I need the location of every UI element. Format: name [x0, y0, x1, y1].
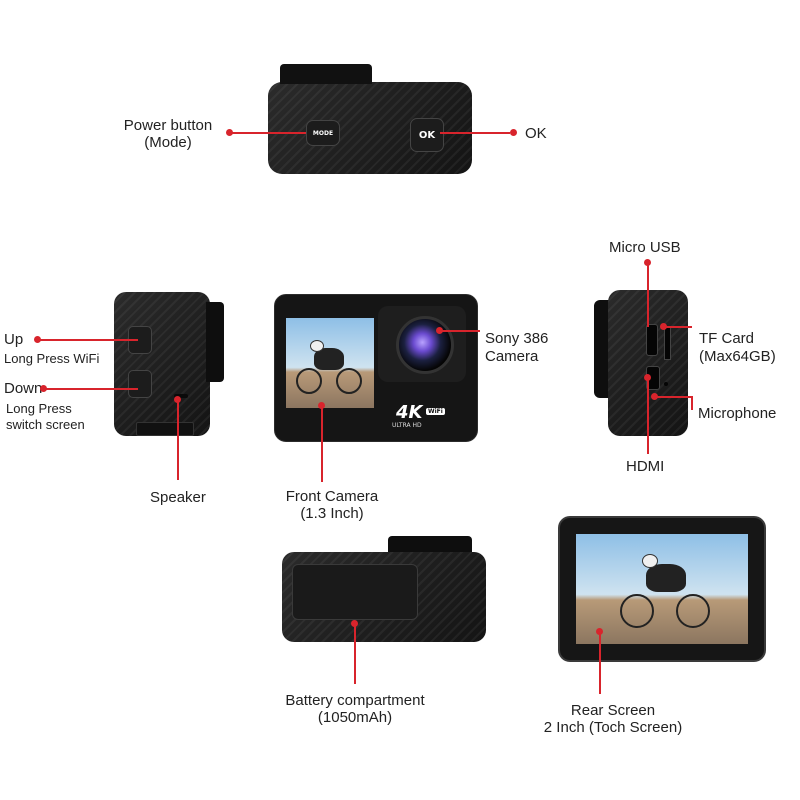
microphone-hole: [664, 382, 668, 386]
sony-label-1: Sony 386: [485, 330, 549, 347]
rear-screen-dot: [596, 628, 603, 635]
up-dot: [34, 336, 41, 343]
right-side-camera: [592, 290, 688, 436]
mode-button-label: MODE: [312, 129, 334, 137]
battery-label: Battery compartment (1050mAh): [270, 692, 440, 726]
front-rider-body: [314, 348, 344, 370]
battery-side-lens-edge: [388, 536, 472, 556]
micro-usb-dot: [644, 259, 651, 266]
left-side-camera: [114, 292, 226, 436]
rear-screen-line1: Rear Screen: [570, 702, 656, 719]
down-sublabel-1: Long Press: [6, 401, 72, 416]
sony-line: [440, 330, 480, 332]
front-camera-label: Front Camera (1.3 Inch): [270, 488, 394, 522]
power-button-dot: [226, 129, 233, 136]
badge-ultra-hd: ULTRA HD: [392, 422, 422, 429]
sony-dot: [436, 327, 443, 334]
hdmi-label: HDMI: [626, 458, 665, 475]
down-label: Down: [4, 380, 43, 397]
front-view-camera: 4K WiFi ULTRA HD: [274, 294, 478, 442]
ok-button[interactable]: OK: [410, 118, 444, 152]
down-line: [44, 388, 138, 390]
top-lens-housing: [280, 64, 372, 84]
rear-rider-wheel-front: [676, 594, 710, 628]
down-dot: [40, 385, 47, 392]
rear-rider-wheel-back: [620, 594, 654, 628]
battery-label-line2: (1050mAh): [317, 709, 393, 726]
up-sublabel: Long Press WiFi: [4, 351, 100, 366]
battery-dot: [351, 620, 358, 627]
front-screen: [286, 318, 374, 408]
left-side-body: [114, 292, 210, 436]
speaker-grille: [174, 394, 188, 398]
left-side-lens-edge: [206, 302, 224, 382]
down-button[interactable]: [128, 370, 152, 398]
micro-usb-label: Micro USB: [609, 239, 681, 256]
up-label: Up: [4, 331, 24, 348]
down-sublabel-2: switch screen: [6, 417, 85, 432]
front-rider-wheel-front: [336, 368, 362, 394]
rear-screen-label: Rear Screen 2 Inch (Toch Screen): [520, 702, 706, 736]
mode-button[interactable]: MODE: [306, 120, 340, 146]
lens: [396, 316, 454, 374]
speaker-label: Speaker: [150, 489, 206, 506]
microphone-line-v: [691, 396, 693, 410]
front-rider-wheel-back: [296, 368, 322, 394]
rear-screen-line: [599, 632, 601, 694]
front-camera-line1: Front Camera: [285, 488, 379, 505]
ok-line: [440, 132, 510, 134]
battery-side-camera: [282, 536, 486, 642]
sony-label-2: Camera: [485, 348, 539, 365]
tf-card-dot: [660, 323, 667, 330]
microphone-line: [655, 396, 693, 398]
microphone-dot: [651, 393, 658, 400]
battery-door: [292, 564, 418, 620]
badge-wifi: WiFi: [426, 408, 445, 415]
front-camera-line2: (1.3 Inch): [300, 505, 364, 522]
battery-line: [354, 624, 356, 684]
rear-screen: [576, 534, 748, 644]
rear-rider-body: [646, 564, 686, 592]
tf-card-label-1: TF Card: [699, 330, 755, 347]
front-camera-line: [321, 406, 323, 482]
tf-card-line: [664, 326, 692, 328]
battery-label-line1: Battery compartment: [285, 692, 425, 709]
power-button-line1: Power button: [123, 117, 213, 134]
badge-4k: 4K: [396, 402, 423, 423]
speaker-dot: [174, 396, 181, 403]
hdmi-dot: [644, 374, 651, 381]
up-line: [38, 339, 138, 341]
ok-dot: [510, 129, 517, 136]
hdmi-line: [647, 378, 649, 454]
front-rider-head: [310, 340, 324, 352]
tf-card-label-2: (Max64GB): [699, 348, 776, 365]
ok-label: OK: [525, 125, 547, 142]
rear-view-camera: [558, 516, 766, 662]
speaker-line: [177, 400, 179, 480]
ok-button-label: OK: [418, 129, 436, 141]
power-button-label: Power button (Mode): [110, 117, 226, 151]
power-button-line: [230, 132, 306, 134]
left-side-door: [136, 422, 194, 436]
micro-usb-port: [646, 324, 658, 356]
tf-card-slot: [664, 326, 671, 360]
rear-screen-line2: 2 Inch (Toch Screen): [543, 719, 683, 736]
microphone-label: Microphone: [698, 405, 777, 422]
top-view-camera: MODE OK: [268, 64, 472, 174]
micro-usb-line: [647, 263, 649, 327]
power-button-line2: (Mode): [144, 134, 192, 151]
rear-rider-head: [642, 554, 658, 568]
front-camera-dot: [318, 402, 325, 409]
